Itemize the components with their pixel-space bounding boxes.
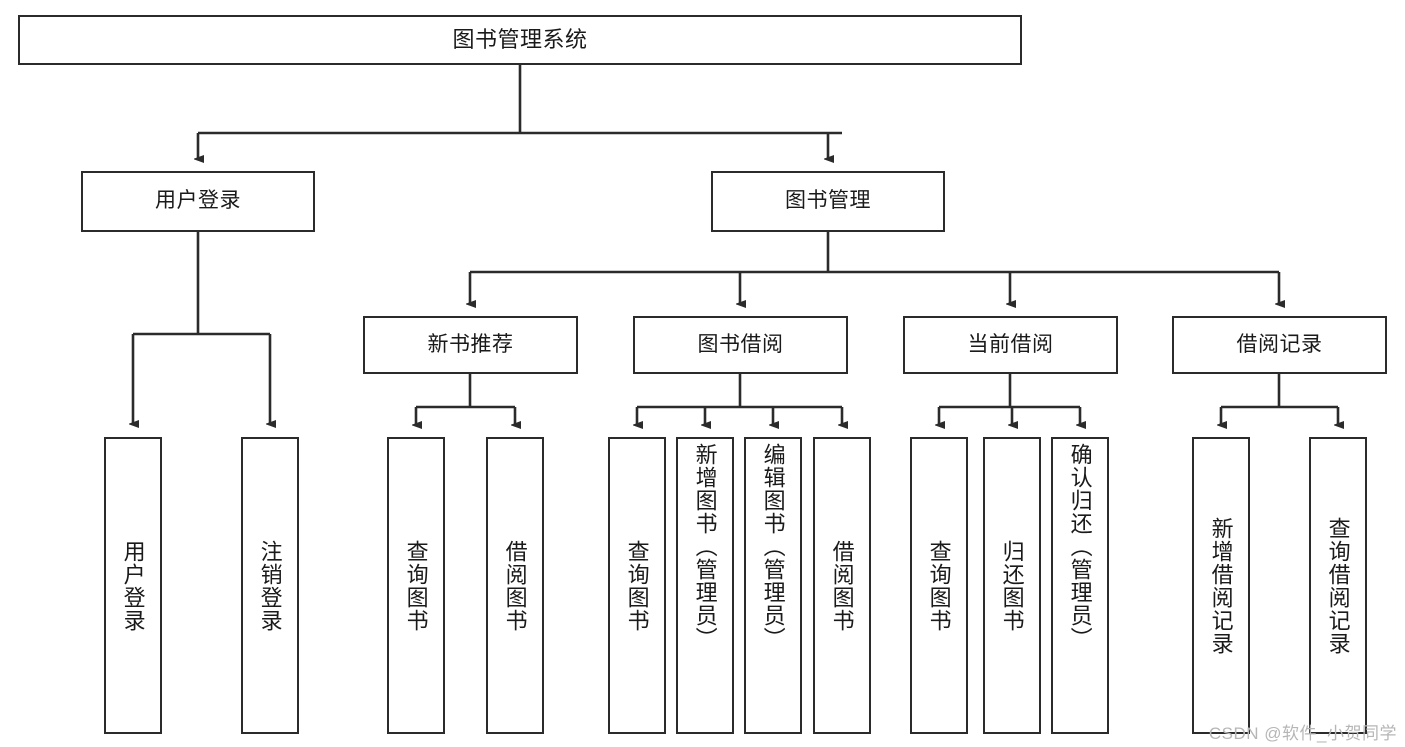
node-leaf-user-login-label: 用户登录 bbox=[120, 539, 146, 632]
node-current-borrow[interactable]: 当前借阅 bbox=[903, 316, 1118, 374]
node-new-book-rec[interactable]: 新书推荐 bbox=[363, 316, 578, 374]
node-leaf-query-borrow-record-label: 查询借阅记录 bbox=[1325, 516, 1351, 655]
node-leaf-query-book-1[interactable]: 查询图书 bbox=[387, 437, 445, 734]
node-leaf-user-login[interactable]: 用户登录 bbox=[104, 437, 162, 734]
node-book-borrow[interactable]: 图书借阅 bbox=[633, 316, 848, 374]
node-leaf-add-borrow-record-label: 新增借阅记录 bbox=[1208, 516, 1234, 655]
node-leaf-query-book-3-label: 查询图书 bbox=[926, 539, 952, 632]
node-root-label: 图书管理系统 bbox=[452, 27, 588, 53]
node-leaf-confirm-return-admin-label: 确认归还（管理员） bbox=[1067, 443, 1093, 650]
node-leaf-confirm-return-admin[interactable]: 确认归还（管理员） bbox=[1051, 437, 1109, 734]
node-leaf-borrow-book-1[interactable]: 借阅图书 bbox=[486, 437, 544, 734]
node-leaf-edit-book-admin-label: 编辑图书（管理员） bbox=[760, 443, 786, 650]
node-leaf-add-borrow-record[interactable]: 新增借阅记录 bbox=[1192, 437, 1250, 734]
node-leaf-edit-book-admin[interactable]: 编辑图书（管理员） bbox=[744, 437, 802, 734]
csdn-watermark: CSDN @软件_小贺同学 bbox=[1208, 724, 1397, 743]
node-book-manage[interactable]: 图书管理 bbox=[711, 171, 945, 232]
node-leaf-borrow-book-2[interactable]: 借阅图书 bbox=[813, 437, 871, 734]
node-leaf-add-book-admin[interactable]: 新增图书（管理员） bbox=[676, 437, 734, 734]
node-leaf-user-logout[interactable]: 注销登录 bbox=[241, 437, 299, 734]
node-leaf-query-book-3[interactable]: 查询图书 bbox=[910, 437, 968, 734]
node-leaf-query-book-1-label: 查询图书 bbox=[403, 539, 429, 632]
node-borrow-record-label: 借阅记录 bbox=[1236, 332, 1323, 356]
node-borrow-record[interactable]: 借阅记录 bbox=[1172, 316, 1387, 374]
node-user-login-label: 用户登录 bbox=[155, 189, 241, 213]
node-leaf-query-borrow-record[interactable]: 查询借阅记录 bbox=[1309, 437, 1367, 734]
node-leaf-return-book-label: 归还图书 bbox=[999, 539, 1025, 632]
node-leaf-query-book-2-label: 查询图书 bbox=[624, 539, 650, 632]
node-new-book-rec-label: 新书推荐 bbox=[427, 332, 514, 356]
node-leaf-user-logout-label: 注销登录 bbox=[257, 539, 283, 632]
node-leaf-return-book[interactable]: 归还图书 bbox=[983, 437, 1041, 734]
node-leaf-add-book-admin-label: 新增图书（管理员） bbox=[692, 443, 718, 650]
node-book-manage-label: 图书管理 bbox=[785, 189, 871, 213]
node-current-borrow-label: 当前借阅 bbox=[967, 332, 1054, 356]
node-root[interactable]: 图书管理系统 bbox=[18, 15, 1022, 65]
node-user-login[interactable]: 用户登录 bbox=[81, 171, 315, 232]
node-book-borrow-label: 图书借阅 bbox=[697, 332, 784, 356]
node-leaf-query-book-2[interactable]: 查询图书 bbox=[608, 437, 666, 734]
node-leaf-borrow-book-2-label: 借阅图书 bbox=[829, 539, 855, 632]
node-leaf-borrow-book-1-label: 借阅图书 bbox=[502, 539, 528, 632]
